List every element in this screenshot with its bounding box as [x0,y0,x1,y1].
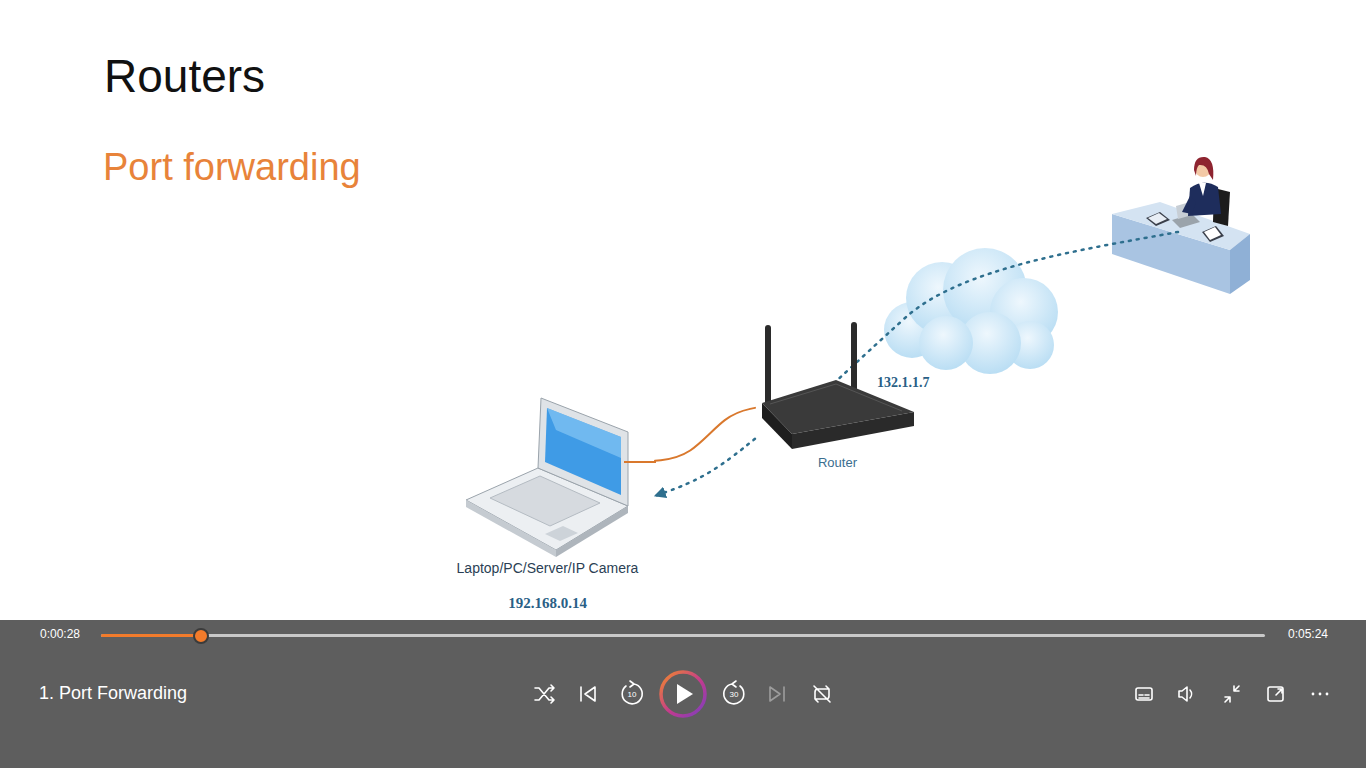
miniplayer-arrow [1276,689,1282,695]
play-icon [677,684,693,704]
router-part [792,412,914,449]
router-node: Router [755,318,920,473]
laptop-part [538,398,628,506]
minimize-icon [1225,686,1239,702]
person-figure [1194,157,1213,180]
desk-figure [1148,213,1167,224]
player-bar [0,620,1366,768]
router-part [765,325,771,407]
laptop-picture [440,395,655,614]
skip-seconds: 30 [730,690,739,699]
device-node: Laptop/PC/Server/IP Camera 192.168.0.14 [440,395,655,614]
desk-figure [1146,212,1170,226]
router-part [851,322,857,397]
router-picture [762,322,914,449]
captions-lines [1139,695,1149,698]
desk-figure [1230,234,1250,294]
desk-figure [1204,227,1221,240]
rewind-icon [622,681,642,704]
ethernet-cable [655,408,755,461]
person-figure [1182,157,1230,226]
shuffle-icon [535,685,554,703]
device-label: Router [818,456,857,471]
player-controls [535,672,1328,716]
laptop-picture [466,398,656,557]
desk-figure [1112,202,1250,250]
player-bar [194,629,208,643]
miniplayer-icon [1268,687,1283,701]
laptop-part [624,461,656,463]
player-bar [101,634,1265,637]
total-time: 0:05:24 [1288,628,1328,642]
cloud-icon [884,248,1058,374]
more-icon [1326,693,1329,696]
elapsed-time: 0:00:28 [40,628,80,642]
router-part [770,384,902,411]
desk-figure [1202,226,1224,242]
previous-icon [581,687,595,701]
router-part [762,403,792,449]
slide-subtitle: Port forwarding [103,146,361,190]
laptop-part [545,408,621,495]
player-bar [101,634,201,637]
player-bar [0,620,1366,768]
volume-icon [1179,687,1192,701]
forward-icon [724,681,744,704]
laptop-part [547,408,621,458]
captions-icon [1136,688,1152,700]
ip-address: 132.1.1.7 [877,375,930,391]
person-figure [1182,196,1196,214]
device-label: Laptop/PC/Server/IP Camera [457,560,639,576]
cloud-icon [919,316,973,370]
repeat-icon [814,686,830,702]
next-icon [770,687,784,701]
play-ring [661,672,705,716]
more-icon [1319,693,1322,696]
router-picture [755,318,920,473]
slide-title: Routers [104,50,265,103]
video-title: 1. Port Forwarding [39,683,187,704]
ip-address: 192.168.0.14 [508,595,587,612]
person-figure [1199,183,1206,196]
desk-figure [1112,202,1250,294]
data-path-line [800,232,1178,413]
more-icon [1312,693,1315,696]
skip-seconds: 10 [628,690,637,699]
laptop-part [545,526,578,541]
data-path-arrow [655,439,755,496]
